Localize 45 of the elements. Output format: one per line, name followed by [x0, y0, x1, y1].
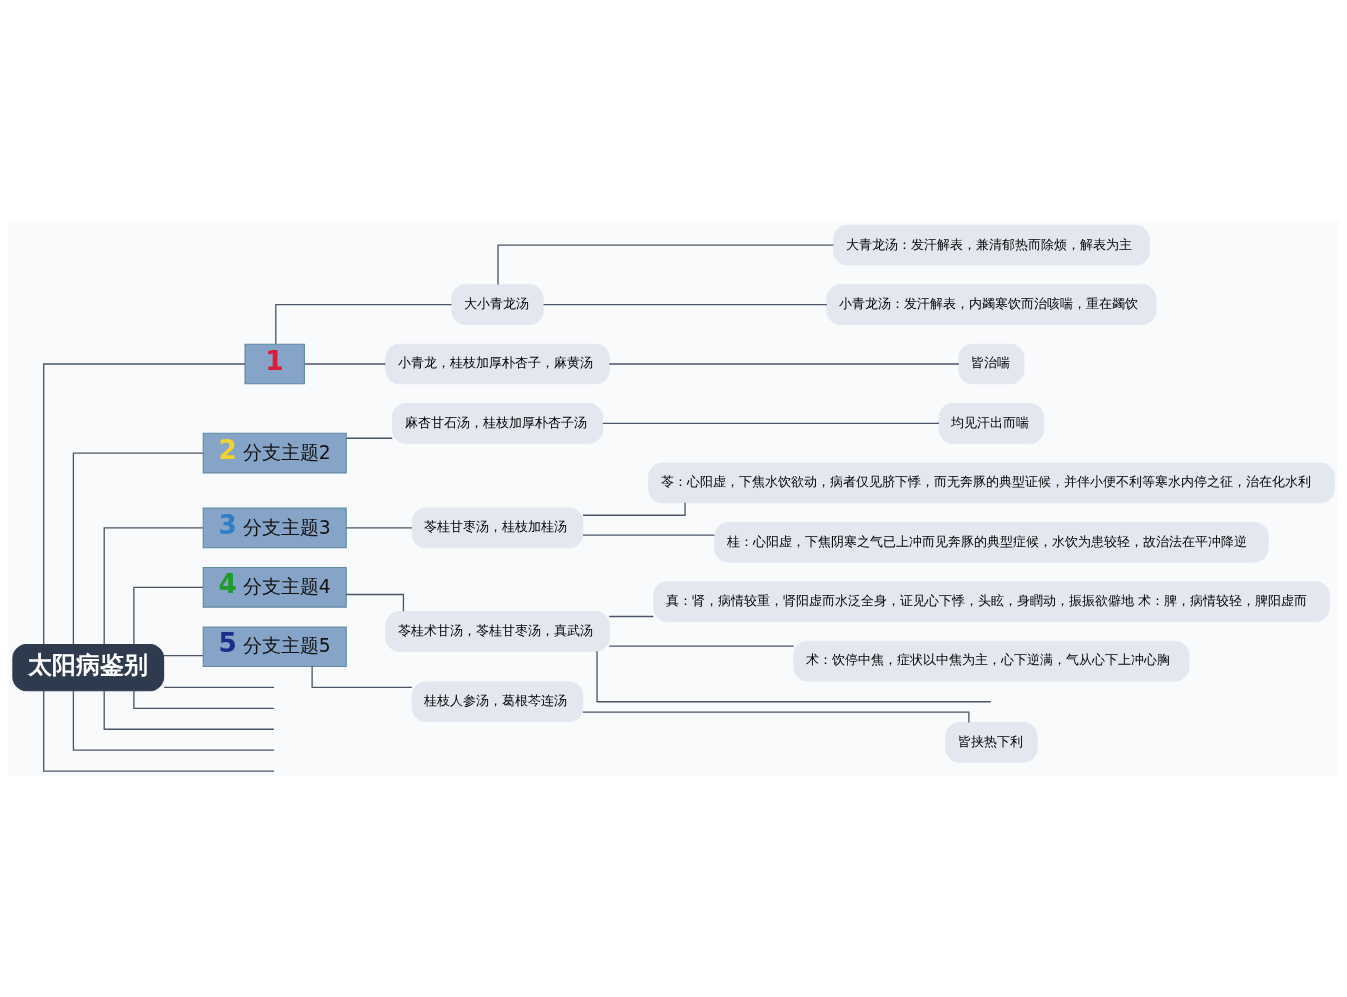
connector — [103, 690, 275, 730]
connector — [542, 303, 828, 306]
connector — [72, 690, 275, 751]
node-box: 均见汗出而喘 — [938, 403, 1045, 444]
connector — [133, 586, 204, 646]
node-box: 术：饮停中焦，症状以中焦为主，心下逆满，气从心下上冲心胸 — [793, 640, 1190, 682]
connector — [608, 363, 960, 365]
connector — [582, 711, 970, 724]
connector — [43, 363, 246, 645]
node-box: 苓桂甘枣汤，桂枝加桂汤 — [411, 507, 584, 549]
connector — [163, 686, 275, 689]
connector — [602, 422, 940, 425]
connector — [43, 690, 275, 772]
connector — [304, 363, 387, 365]
connector — [163, 654, 204, 657]
node-box: 大小青龙汤 — [451, 284, 544, 325]
node-box: 皆治喘 — [958, 343, 1025, 385]
node-box: 5 分支主题5 — [202, 626, 347, 668]
connector — [345, 437, 393, 439]
node-box: 大青龙汤：发汗解表，兼清郁热而除烦，解表为主 — [833, 224, 1150, 266]
connector — [311, 665, 413, 689]
connector — [608, 645, 795, 647]
connector — [582, 502, 686, 516]
connector — [103, 527, 204, 645]
connector — [275, 303, 453, 345]
node-box: 小青龙汤：发汗解表，内蠲寒饮而治咳喘，重在蠲饮 — [826, 284, 1157, 325]
node-box: 麻杏甘石汤，桂枝加厚朴杏子汤 — [391, 403, 604, 444]
node-box: 1 — [244, 343, 305, 385]
connector — [608, 615, 654, 618]
node-box: 4 分支主题4 — [202, 567, 347, 608]
node-box: 桂：心阳虚，下焦阴寒之气已上冲而见奔豚的典型症候，水饮为患较轻，故治法在平冲降逆 — [714, 521, 1269, 563]
connector — [72, 452, 204, 645]
node-box: 小青龙，桂枝加厚朴杏子，麻黄汤 — [385, 343, 610, 385]
node-box: 真：肾，病情较重，肾阳虚而水泛全身，证见心下悸，头眩，身瞤动，振振欲僻地 术：脾，病情较轻，脾阳虚而 — [653, 581, 1330, 622]
node-box: 太阳病鉴别 — [12, 644, 165, 692]
connector — [345, 527, 413, 529]
node-box: 皆挟热下利 — [945, 722, 1038, 763]
node-box: 桂枝人参汤，葛根芩连汤 — [411, 681, 584, 723]
connector — [582, 534, 715, 536]
node-box: 3 分支主题3 — [202, 507, 347, 549]
node-box: 苓：心阳虚，下焦水饮欲动，病者仅见脐下悸，而无奔豚的典型证候，并伴小便不利等寒水内停之征，治在化水利 — [648, 462, 1335, 504]
node-box: 苓桂术甘汤，苓桂甘枣汤，真武汤 — [385, 611, 610, 652]
connector — [596, 650, 992, 703]
node-box: 2 分支主题2 — [202, 432, 347, 474]
connector — [497, 244, 834, 286]
